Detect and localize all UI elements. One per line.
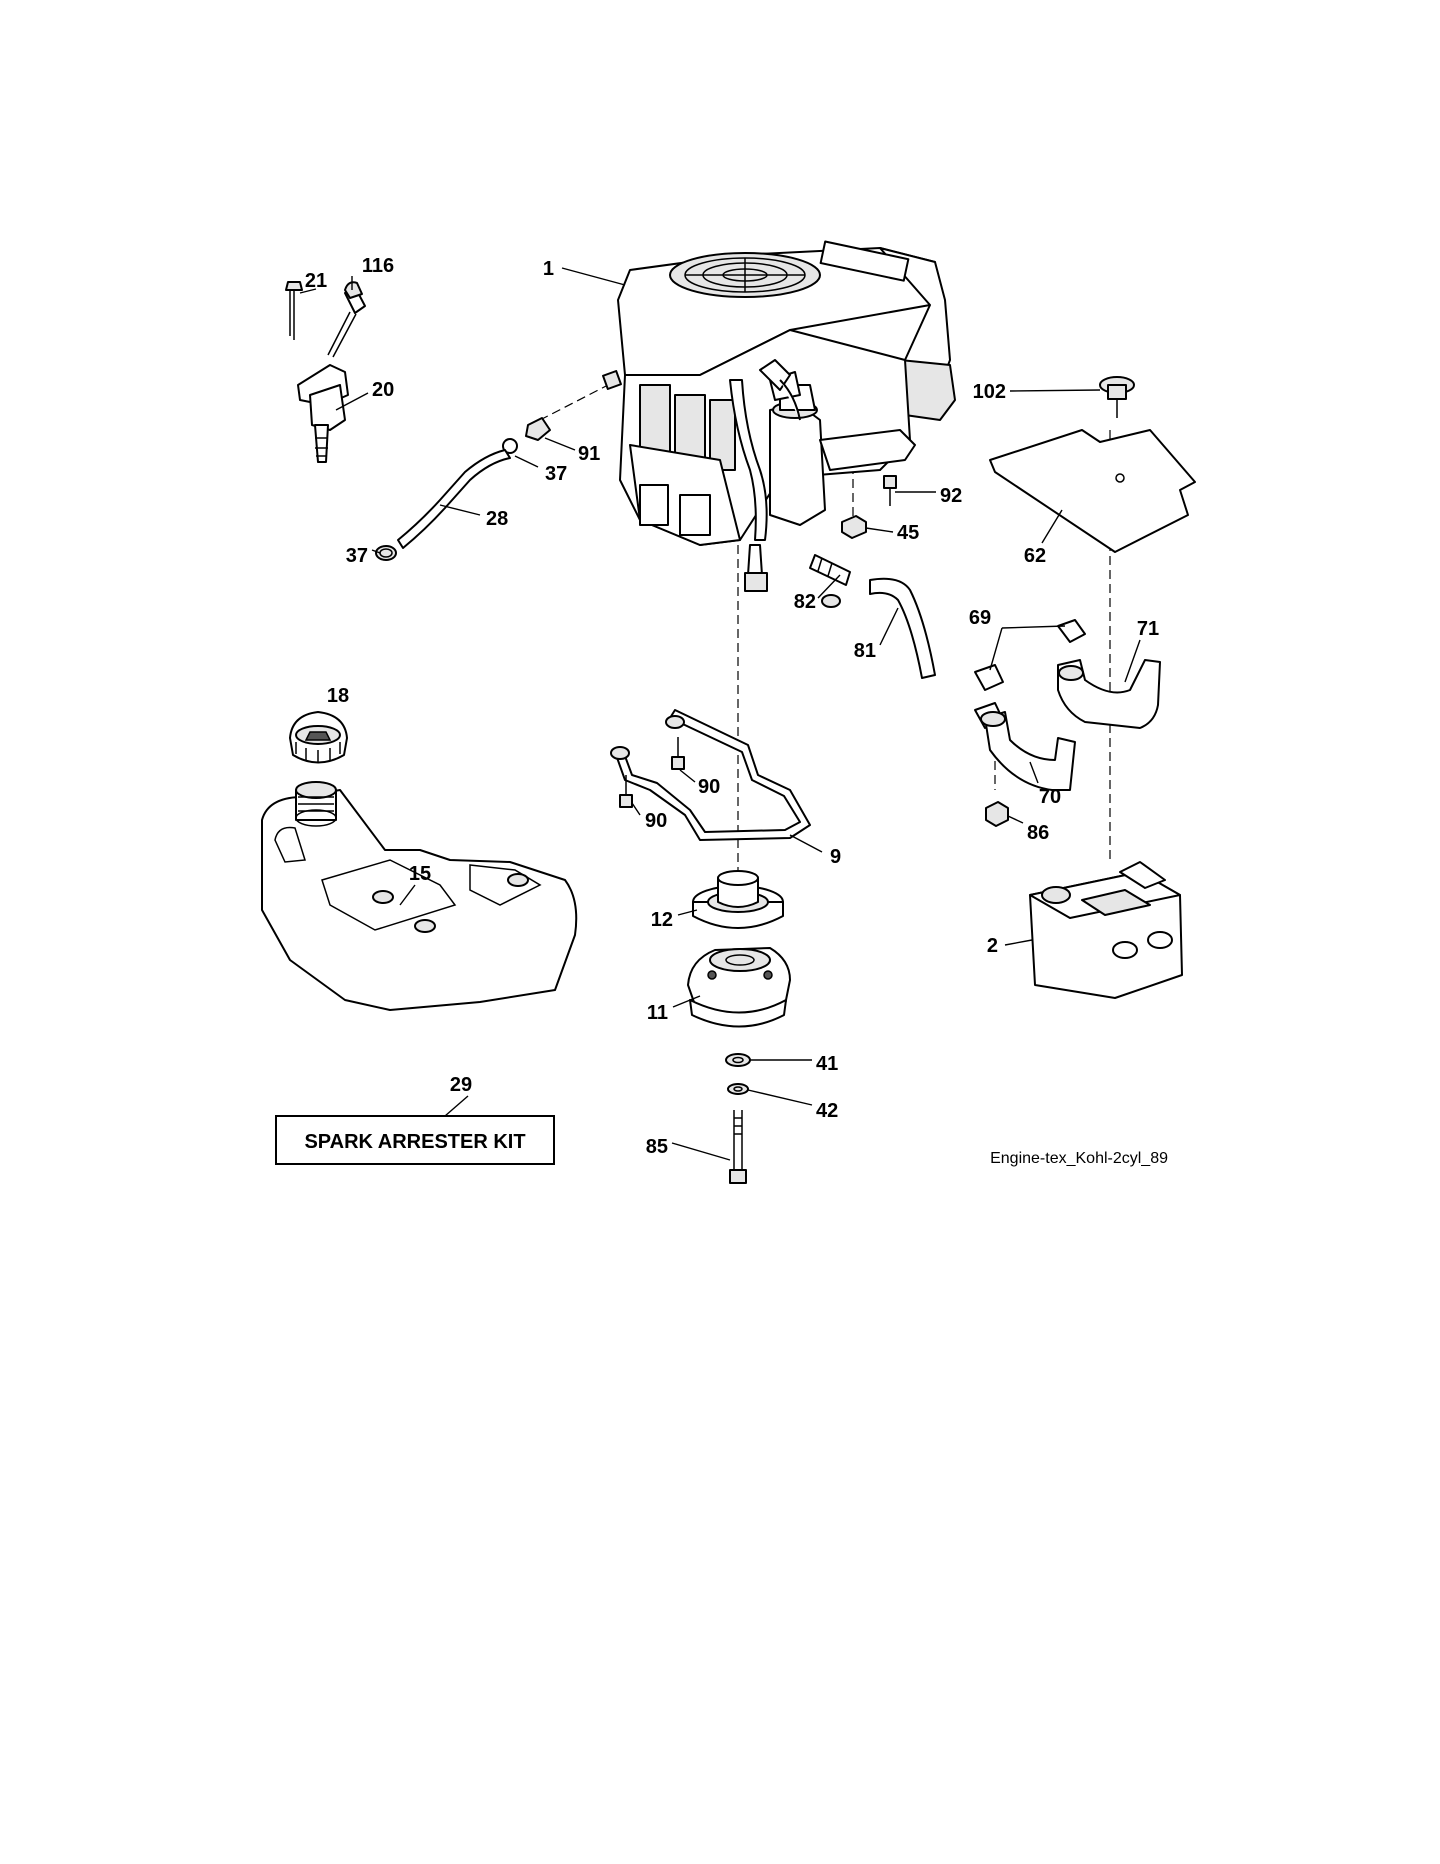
callout-81: 81 [854,640,876,662]
callout-1: 1 [543,258,554,280]
pulley-part [692,870,784,929]
callout-28: 28 [486,508,508,530]
callout-labels: 1 21 116 20 91 37 28 37 92 45 102 62 82 … [305,255,1159,1158]
callout-102: 102 [973,381,1006,403]
callout-90a: 90 [698,776,720,798]
muffler-part [1029,861,1183,999]
callout-41: 41 [816,1053,838,1075]
callout-12: 12 [651,909,673,931]
callout-2: 2 [987,935,998,957]
callout-85: 85 [646,1136,668,1158]
callout-37a: 37 [545,463,567,485]
engine-part [602,240,956,592]
callout-37b: 37 [346,545,368,567]
throttle-control-part [285,281,366,463]
spark-arrester-kit: SPARK ARRESTER KIT [275,1115,555,1165]
callout-18: 18 [327,685,349,707]
fuel-tank-part [261,781,578,1011]
exhaust-pipe-part [974,619,1161,827]
callout-91: 91 [578,443,600,465]
bolt-nut-part [841,475,897,539]
callout-20: 20 [372,379,394,401]
clutch-part [687,947,791,1028]
callout-45: 45 [897,522,919,544]
heat-shield-part [989,376,1196,553]
callout-9: 9 [830,846,841,868]
callout-92: 92 [940,485,962,507]
callout-62: 62 [1024,545,1046,567]
hardware-part [725,1053,751,1184]
callout-86: 86 [1027,822,1049,844]
bracket-part [610,709,811,841]
callout-70: 70 [1039,786,1061,808]
callout-71: 71 [1137,618,1159,640]
kit-box-text: SPARK ARRESTER KIT [304,1131,525,1153]
breather-part [809,554,936,679]
callout-116: 116 [362,255,394,277]
callout-90b: 90 [645,810,667,832]
callout-21: 21 [305,270,327,292]
callout-15: 15 [409,863,431,885]
fuel-cap-part [289,711,348,764]
diagram-caption: Engine-tex_Kohl-2cyl_89 [990,1150,1168,1167]
callout-82: 82 [794,591,816,613]
callout-29: 29 [450,1074,472,1096]
callout-69: 69 [969,607,991,629]
callout-42: 42 [816,1100,838,1122]
fuel-line-part [375,417,551,561]
leader-lines [299,267,1141,1161]
callout-11: 11 [647,1002,668,1024]
